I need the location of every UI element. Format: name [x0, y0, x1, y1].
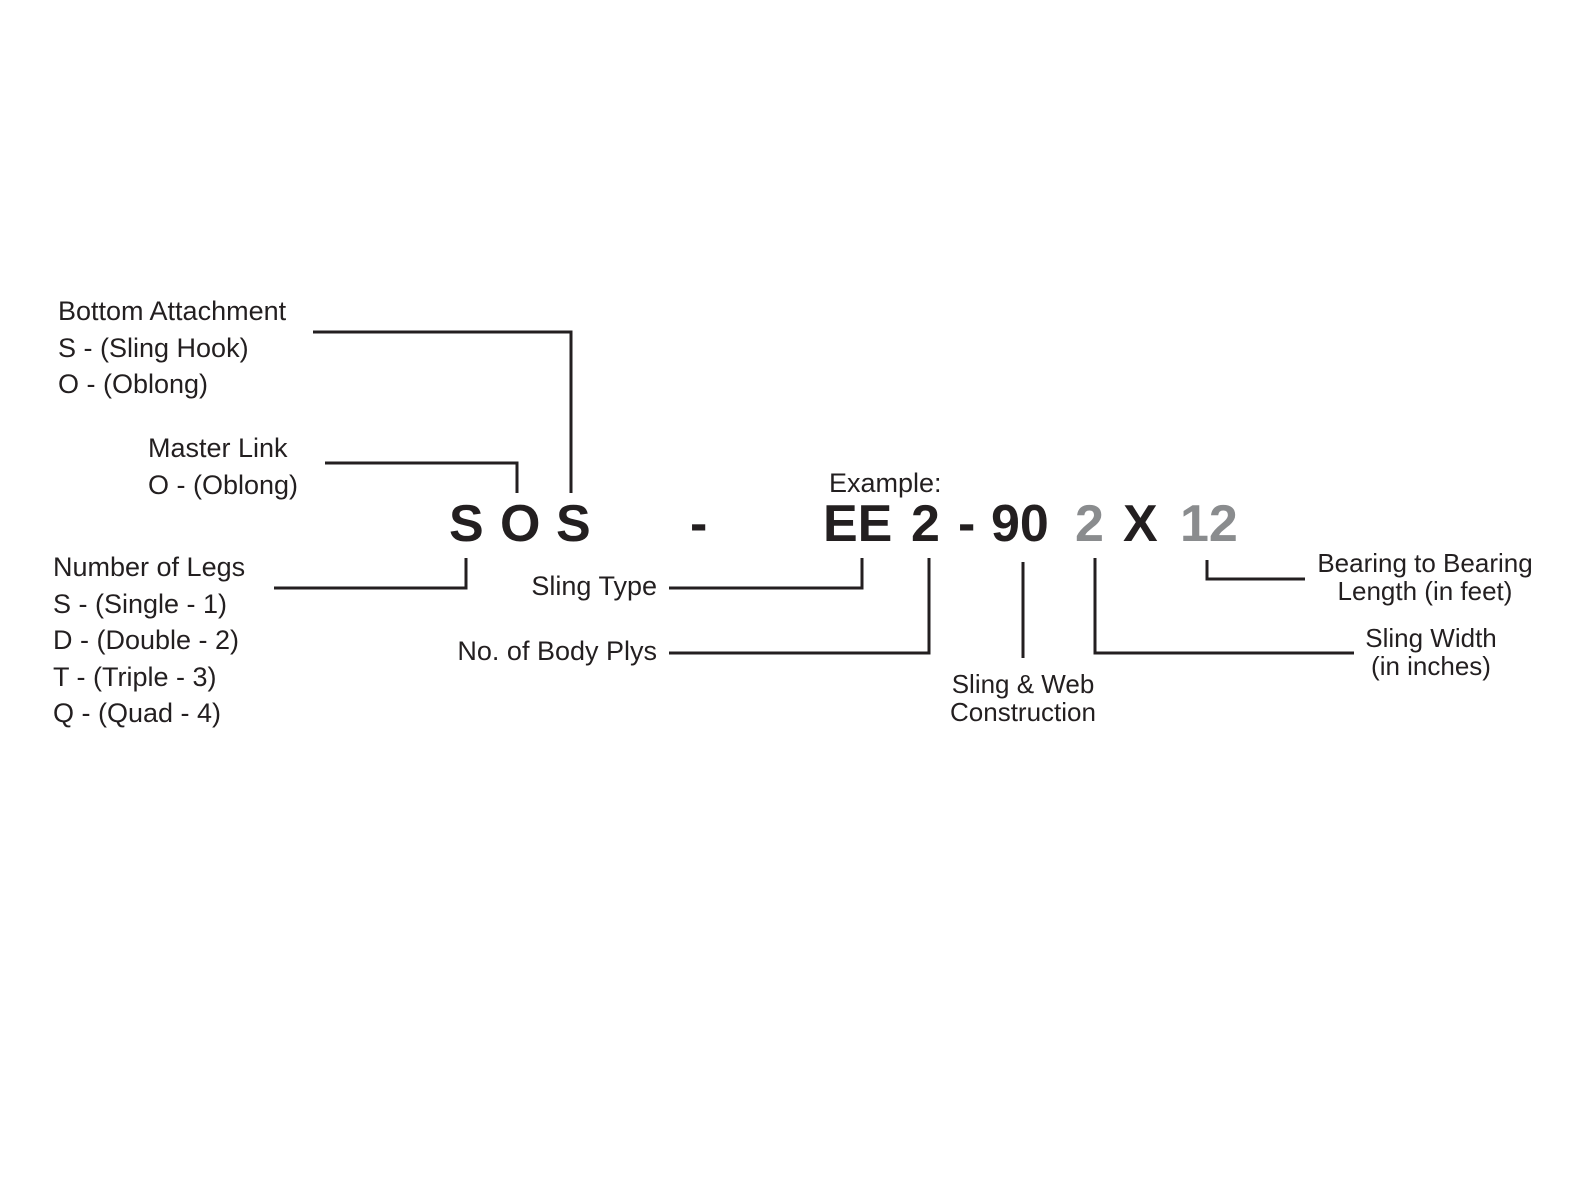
callout-line-master-link: [325, 461, 519, 493]
master-link-title: Master Link: [148, 433, 288, 463]
legs-option-triple: T - (Triple - 3): [53, 661, 217, 692]
body-plys-label: No. of Body Plys: [457, 636, 657, 666]
code-body-plys: 2: [911, 495, 940, 553]
example-label: Example:: [829, 468, 942, 498]
code-dash-1: -: [690, 495, 708, 553]
construction-line-1: Sling & Web: [951, 669, 1095, 699]
code-legs-s: S: [449, 495, 484, 553]
code-master-link-o: O: [500, 495, 541, 553]
code-sling-width: 2: [1075, 495, 1104, 553]
master-link-label: Master Link O - (Oblong): [148, 430, 298, 503]
sling-width-line-2: (in inches): [1371, 651, 1491, 681]
number-of-legs-label: Number of Legs S - (Single - 1) D - (Dou…: [53, 549, 245, 732]
bottom-attachment-title: Bottom Attachment: [58, 296, 287, 326]
callout-line-sling-width: [1093, 558, 1354, 655]
callout-line-body-plys: [669, 558, 931, 655]
code-construction: 90: [991, 495, 1049, 553]
legs-option-quad: Q - (Quad - 4): [53, 698, 222, 728]
construction-line-2: Construction: [950, 697, 1096, 727]
number-of-legs-title: Number of Legs: [53, 552, 246, 582]
code-bottom-attachment-s: S: [556, 495, 591, 553]
bottom-attachment-option-s: S - (Sling Hook): [58, 332, 249, 363]
bearing-length-label: Bearing to Bearing Length (in feet): [1303, 549, 1547, 605]
sling-web-construction-label: Sling & Web Construction: [923, 670, 1123, 726]
bearing-length-line-1: Bearing to Bearing: [1317, 548, 1533, 578]
callout-line-number-of-legs: [274, 558, 468, 590]
sling-width-line-1: Sling Width: [1365, 623, 1497, 653]
code-x-separator: X: [1123, 495, 1158, 553]
callout-line-bottom-attachment: [313, 330, 573, 493]
legs-option-single: S - (Single - 1): [53, 588, 228, 619]
code-sling-type-ee: EE: [823, 495, 893, 553]
legs-option-double: D - (Double - 2): [53, 625, 240, 655]
bottom-attachment-label: Bottom Attachment S - (Sling Hook) O - (…: [58, 293, 286, 403]
sling-type-label: Sling Type: [531, 571, 657, 601]
master-link-option-o: O - (Oblong): [148, 469, 299, 500]
sling-width-label: Sling Width (in inches): [1341, 624, 1521, 680]
callout-line-bearing-length: [1205, 560, 1305, 581]
callout-line-sling-type: [669, 558, 864, 590]
code-dash-2: -: [958, 495, 976, 553]
bearing-length-line-2: Length (in feet): [1337, 576, 1513, 606]
code-length: 12: [1180, 495, 1238, 553]
bottom-attachment-option-o: O - (Oblong): [58, 369, 209, 399]
